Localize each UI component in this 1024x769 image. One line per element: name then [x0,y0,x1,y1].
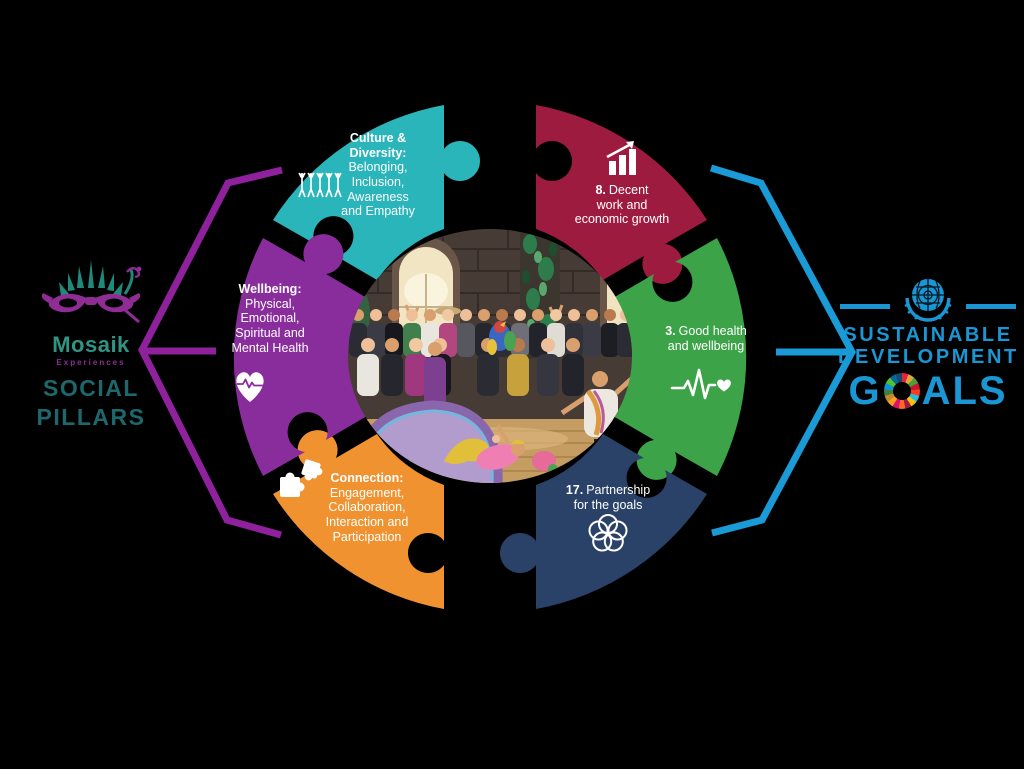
mosaik-brand-text: Mosaik [52,332,130,357]
sdg-logo: SUSTAINABLE DEVELOPMENT G ALS [838,276,1018,411]
label-sdg3-body: Good health and wellbeing [667,324,747,353]
photo-spread-arms-guy [560,371,632,437]
heart-pulse-icon [230,366,274,413]
sdg-color-wheel-icon [883,372,920,409]
photo-lying-person [444,424,558,474]
label-wellbeing-body: Physical, Emotional, Spiritual and Menta… [231,296,309,355]
sdg-emblem-row [838,276,1018,324]
label-wellbeing: Wellbeing: Physical, Emotional, Spiritua… [220,282,320,355]
social-pillars-title-line1: SOCIAL [43,375,139,401]
mosaik-sub-text: Experiences [56,358,126,367]
label-sdg8: 8.Decent work and economic growth [562,183,682,227]
puzzle-pieces-icon [277,457,327,508]
label-culture-diversity-body: Belonging, Inclusion, Awareness and Empa… [341,160,415,219]
label-culture-diversity: Culture & Diversity: Belonging, Inclusio… [328,131,428,219]
left-bracket [138,166,283,539]
sdg-right-bar [966,304,1016,309]
sdg-text-development: DEVELOPMENT [838,346,1019,369]
mosaik-social-pillars-logo: Mosaik Experiences SOCIAL PILLARS [18,260,164,432]
partnership-icon [584,510,632,563]
heartbeat-icon [670,364,736,411]
sdg-text-sustainable: SUSTAINABLE [843,324,1013,346]
label-sdg3: 3.Good health and wellbeing [644,324,768,353]
label-sdg17: 17.Partnership for the goals [546,483,670,512]
label-sdg17-number: 17. [565,483,584,497]
people-group-icon [297,170,343,207]
growth-chart-icon [601,139,645,184]
social-pillars-title-line2: PILLARS [36,403,146,430]
un-emblem-icon [904,279,952,322]
label-sdg8-body: Decent work and economic growth [574,183,670,227]
right-bracket [709,164,856,537]
label-connection-heading: Connection: [330,471,404,485]
puzzle-piece-sdg17 [500,434,707,609]
right-bracket-chevron [709,164,856,537]
puzzle-piece-sdg3 [613,238,747,480]
sdg-goals-g: G [848,368,882,413]
sdg-goals-als: ALS [921,368,1008,413]
sdg-left-bar [840,304,890,309]
label-sdg17-body: Partnership for the goals [573,483,651,512]
label-connection-body: Engagement, Collaboration, Interaction a… [325,485,409,544]
label-sdg3-number: 3. [665,324,676,338]
puzzle-piece-culture-diversity [273,105,481,280]
puzzle-piece-wellbeing [233,234,367,476]
label-wellbeing-heading: Wellbeing: [238,282,302,296]
label-culture-diversity-heading: Culture & Diversity: [349,131,407,160]
masquerade-mask-icon [41,260,142,324]
sdg-wheel-hole [892,381,911,400]
label-sdg8-number: 8. [595,183,606,197]
photo-bird-costume [487,321,516,355]
left-bracket-chevron [138,166,283,539]
sdg-text-goals: G ALS [838,371,1018,411]
puzzle-piece-sdg8 [536,105,707,284]
label-connection: Connection: Engagement, Collaboration, I… [317,471,417,544]
